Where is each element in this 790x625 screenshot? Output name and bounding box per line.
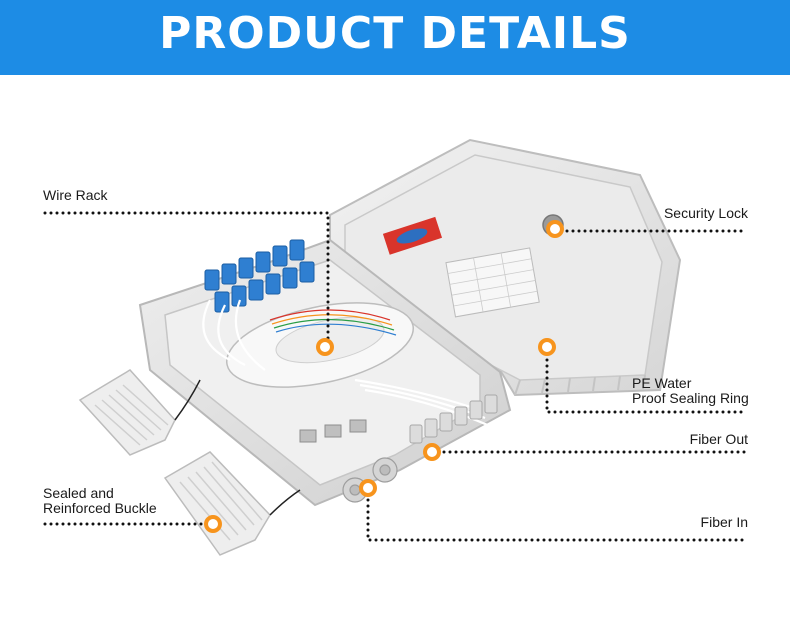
header-banner: PRODUCT DETAILS — [0, 0, 790, 75]
callout-wire-rack: Wire Rack — [43, 188, 108, 203]
marker-wire-rack — [316, 338, 334, 356]
buckle-top — [78, 369, 201, 456]
page-title: PRODUCT DETAILS — [159, 8, 631, 59]
adapter-bank — [204, 239, 315, 313]
buckle-bottom — [163, 451, 301, 556]
callout-sealed-buckle: Sealed and Reinforced Buckle — [43, 486, 157, 516]
callout-pe-water-ring-line1: PE Water — [632, 375, 692, 391]
callout-fiber-in-text: Fiber In — [700, 514, 748, 530]
callout-security-lock-text: Security Lock — [663, 205, 748, 221]
marker-fiber-in — [359, 479, 377, 497]
callout-security-lock: Security Lock — [664, 206, 748, 221]
callout-pe-water-ring-line2: Proof Sealing Ring — [632, 390, 749, 406]
callout-fiber-out-text: Fiber Out — [689, 431, 748, 447]
marker-fiber-out — [423, 443, 441, 461]
marker-sealed-buckle — [204, 515, 222, 533]
leader-fiber-in — [366, 486, 747, 542]
callout-pe-water-ring: PE Water Proof Sealing Ring — [632, 376, 749, 406]
callout-sealed-buckle-line1: Sealed and — [43, 485, 114, 501]
callout-wire-rack-text: Wire Rack — [43, 187, 108, 203]
fiber-out-ports — [409, 394, 498, 444]
callout-fiber-in: Fiber In — [701, 515, 748, 530]
marker-sealing-ring — [538, 338, 556, 356]
leader-wire-rack — [43, 211, 330, 347]
callout-fiber-out: Fiber Out — [690, 432, 748, 447]
callout-sealed-buckle-line2: Reinforced Buckle — [43, 500, 157, 516]
marker-security-lock — [546, 220, 564, 238]
enclosure-base — [138, 238, 512, 507]
